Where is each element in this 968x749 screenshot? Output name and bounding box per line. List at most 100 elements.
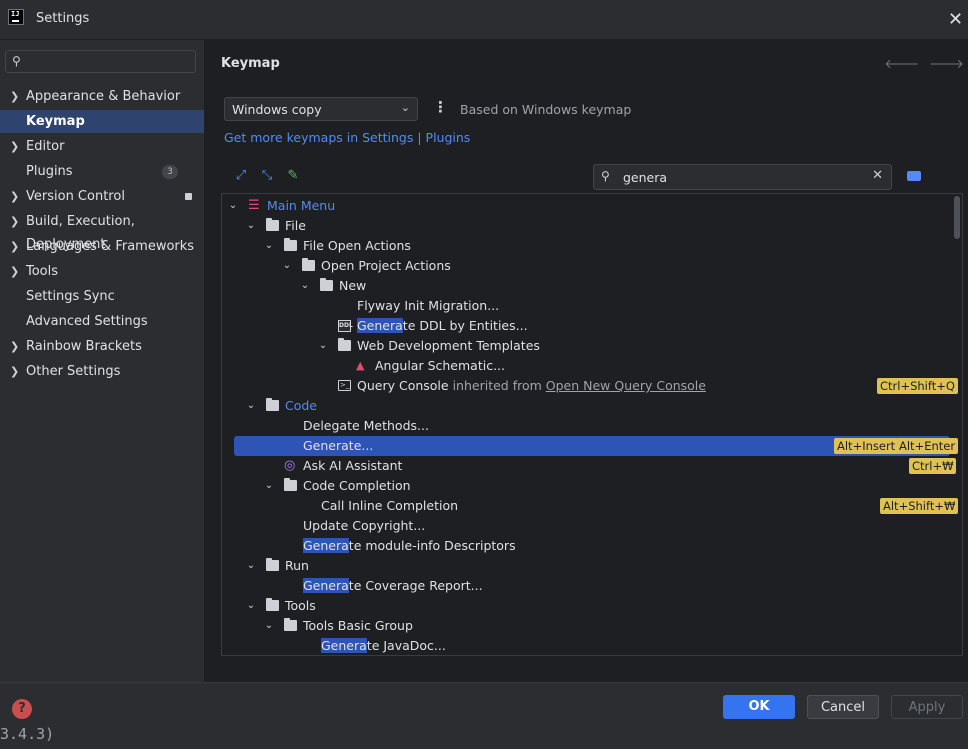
tree-row[interactable]: Call Inline Completion Alt+Shift+₩ bbox=[222, 496, 959, 516]
back-arrow-icon[interactable]: 🡐 bbox=[884, 57, 920, 72]
sidebar-item-plugins[interactable]: Plugins 3 bbox=[0, 160, 204, 183]
tree-label: New bbox=[339, 278, 367, 293]
sidebar-item-build-execution-deployment[interactable]: ❯ Build, Execution, Deployment bbox=[0, 210, 204, 252]
tree-row[interactable]: ▲ Angular Schematic... bbox=[222, 356, 954, 376]
chevron-right-icon: ❯ bbox=[10, 365, 20, 378]
sidebar-item-other-settings[interactable]: ❯ Other Settings bbox=[0, 360, 204, 383]
more-keymaps-link[interactable]: Get more keymaps in Settings | Plugins bbox=[224, 130, 471, 145]
sidebar-item-keymap[interactable]: Keymap bbox=[0, 110, 204, 133]
keymap-dropdown[interactable]: Windows copy ⌄ bbox=[224, 97, 418, 121]
tree-row[interactable]: ⌄ File Open Actions bbox=[222, 236, 954, 256]
action-filter-input[interactable]: ⚲ genera ✕ bbox=[593, 164, 892, 190]
chevron-down-icon[interactable]: ⌄ bbox=[264, 620, 274, 631]
tree-row[interactable]: Generate Coverage Report... bbox=[222, 576, 954, 596]
history-nav: 🡐🡒 bbox=[874, 56, 964, 72]
tree-row[interactable]: ⌄ Tools Basic Group bbox=[222, 616, 954, 636]
chevron-down-icon[interactable]: ⌄ bbox=[246, 220, 256, 231]
chevron-down-icon[interactable]: ⌄ bbox=[318, 340, 328, 351]
tree-row[interactable]: Update Copyright... bbox=[222, 516, 954, 536]
tree-row[interactable]: DDL Generate DDL by Entities... bbox=[222, 316, 954, 336]
sidebar-item-label: Advanced Settings bbox=[26, 314, 148, 329]
shortcut-badge: Ctrl+₩ bbox=[909, 458, 957, 474]
sidebar-item-advanced-settings[interactable]: Advanced Settings bbox=[0, 310, 204, 333]
tree-label: Tools bbox=[285, 598, 316, 613]
chevron-down-icon[interactable]: ⌄ bbox=[228, 200, 238, 211]
expand-all-icon[interactable]: ⤢ bbox=[235, 168, 247, 183]
forward-arrow-icon[interactable]: 🡒 bbox=[929, 57, 964, 72]
clear-icon[interactable]: ✕ bbox=[872, 168, 883, 183]
tree-row[interactable]: ⌄ File bbox=[222, 216, 954, 236]
tree-row[interactable]: Flyway Init Migration... bbox=[222, 296, 954, 316]
ai-assistant-icon: ◎ bbox=[284, 458, 296, 473]
tree-row[interactable]: ⌄ New bbox=[222, 276, 954, 296]
folder-icon bbox=[284, 478, 297, 491]
tree-label: Ask AI Assistant bbox=[303, 458, 403, 473]
sidebar-item-rainbow-brackets[interactable]: ❯ Rainbow Brackets bbox=[0, 335, 204, 358]
intellij-logo-icon: IJ bbox=[8, 9, 24, 25]
filter-value: genera bbox=[623, 170, 668, 185]
chevron-down-icon[interactable]: ⌄ bbox=[246, 560, 256, 571]
tree-label: Generate DDL by Entities... bbox=[357, 318, 528, 333]
tree-label: Open Project Actions bbox=[321, 258, 451, 273]
more-options-icon[interactable]: ⋮ bbox=[433, 98, 448, 116]
chevron-down-icon: ⌄ bbox=[400, 101, 410, 114]
tree-row[interactable]: Delegate Methods... bbox=[222, 416, 954, 436]
chevron-down-icon[interactable]: ⌄ bbox=[246, 400, 256, 411]
project-level-icon bbox=[185, 193, 192, 200]
cancel-button[interactable]: Cancel bbox=[807, 695, 879, 719]
sidebar-item-editor[interactable]: ❯ Editor bbox=[0, 135, 204, 158]
tree-label: Code Completion bbox=[303, 478, 411, 493]
tree-label: Flyway Init Migration... bbox=[357, 298, 500, 313]
sidebar-item-languages-frameworks[interactable]: ❯ Languages & Frameworks bbox=[0, 235, 204, 258]
tree-scrollbar[interactable] bbox=[954, 196, 960, 239]
tree-row[interactable]: ⌄ Code bbox=[222, 396, 954, 416]
chevron-right-icon: ❯ bbox=[10, 90, 20, 103]
folder-icon bbox=[302, 258, 315, 271]
sidebar-item-settings-sync[interactable]: Settings Sync bbox=[0, 285, 204, 308]
settings-sidebar: ⚲ ❯ Appearance & Behavior Keymap ❯ Edito… bbox=[0, 40, 204, 682]
shortcut-badge: Alt+Shift+₩ bbox=[880, 498, 959, 514]
tree-row[interactable]: ⌄ Open Project Actions bbox=[222, 256, 954, 276]
page-title: Keymap bbox=[221, 56, 280, 71]
settings-search-input[interactable]: ⚲ bbox=[5, 50, 196, 73]
chevron-right-icon: ❯ bbox=[10, 240, 20, 253]
sidebar-item-label: Tools bbox=[26, 264, 59, 279]
tree-row[interactable]: ⌄ ☰ Main Menu bbox=[222, 196, 954, 216]
main-menu-icon: ☰ bbox=[248, 198, 260, 213]
tree-row[interactable]: ⌄ Code Completion bbox=[222, 476, 954, 496]
edit-pencil-icon[interactable]: ✎ bbox=[287, 168, 299, 183]
sidebar-item-version-control[interactable]: ❯ Version Control bbox=[0, 185, 204, 208]
sidebar-item-label: Plugins bbox=[26, 164, 73, 179]
tree-row[interactable]: ⌄ Tools bbox=[222, 596, 954, 616]
chevron-down-icon[interactable]: ⌄ bbox=[246, 600, 256, 611]
ok-button[interactable]: OK bbox=[723, 695, 795, 719]
tree-row[interactable]: >_ Query Console inherited from Open New… bbox=[222, 376, 958, 396]
tree-row[interactable]: Generate JavaDoc... bbox=[222, 636, 954, 655]
close-icon[interactable]: ✕ bbox=[948, 9, 964, 30]
collapse-all-icon[interactable]: ⤡ bbox=[261, 168, 273, 183]
tree-row-selected[interactable]: Generate... Alt+Insert Alt+Enter bbox=[234, 436, 959, 456]
apply-button[interactable]: Apply bbox=[891, 695, 963, 719]
folder-icon bbox=[284, 238, 297, 251]
tree-label: Run bbox=[285, 558, 309, 573]
sidebar-item-appearance-behavior[interactable]: ❯ Appearance & Behavior bbox=[0, 85, 204, 108]
folder-icon bbox=[266, 558, 279, 571]
chevron-down-icon[interactable]: ⌄ bbox=[264, 240, 274, 251]
chevron-down-icon[interactable]: ⌄ bbox=[282, 260, 292, 271]
help-icon[interactable]: ? bbox=[12, 699, 32, 719]
tree-row[interactable]: ⌄ Web Development Templates bbox=[222, 336, 954, 356]
chevron-down-icon[interactable]: ⌄ bbox=[300, 280, 310, 291]
keymap-tree[interactable]: ⌄ ☰ Main Menu ⌄ File ⌄ File Open Actions… bbox=[221, 193, 963, 656]
search-icon: ⚲ bbox=[601, 169, 610, 183]
chevron-down-icon[interactable]: ⌄ bbox=[264, 480, 274, 491]
shortcut-badge: Alt+Enter bbox=[896, 438, 959, 454]
sidebar-item-tools[interactable]: ❯ Tools bbox=[0, 260, 204, 283]
shortcut-badge: Ctrl+Shift+Q bbox=[877, 378, 958, 394]
background-version-text: 3.4.3) bbox=[0, 725, 55, 743]
find-by-shortcut-icon[interactable] bbox=[907, 171, 921, 181]
tree-row[interactable]: ⌄ Run bbox=[222, 556, 954, 576]
tree-label: Angular Schematic... bbox=[375, 358, 505, 373]
tree-row[interactable]: ◎ Ask AI Assistant Ctrl+₩ bbox=[222, 456, 957, 476]
tree-row[interactable]: Generate module-info Descriptors bbox=[222, 536, 954, 556]
sidebar-item-label: Rainbow Brackets bbox=[26, 339, 142, 354]
